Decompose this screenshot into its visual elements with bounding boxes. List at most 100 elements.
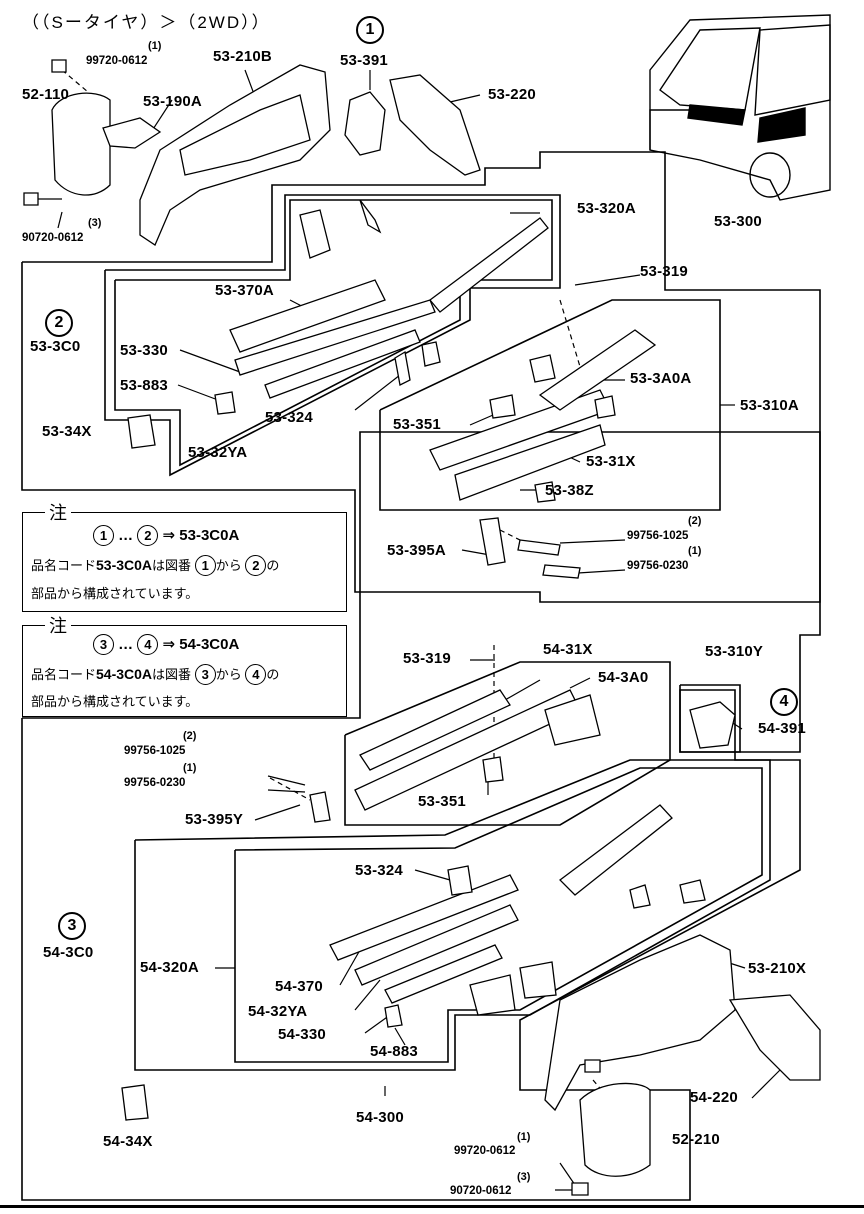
- note-callout: 3: [93, 634, 114, 655]
- part-label: 99756-0230: [627, 560, 689, 572]
- part-label: 53-330: [120, 342, 168, 359]
- note-arrow: ⇒: [162, 636, 176, 653]
- note-ellipsis: …: [118, 636, 134, 653]
- vehicle-icon: [649, 14, 831, 201]
- callout-1: 1: [356, 16, 384, 44]
- note-callout: 1: [93, 525, 114, 546]
- part-label: 53-210B: [213, 48, 272, 65]
- note-arrow: ⇒: [162, 527, 176, 544]
- quantity-label: (1): [183, 762, 197, 774]
- quantity-label: (1): [148, 40, 162, 52]
- part-label: 53-320A: [577, 200, 636, 217]
- quantity-label: (1): [517, 1131, 531, 1143]
- part-label: 53-351: [393, 416, 441, 433]
- part-label: 99756-1025: [627, 530, 689, 542]
- part-label: 53-391: [340, 52, 388, 69]
- part-label: 54-330: [278, 1026, 326, 1043]
- diagram-title: （（Sータイヤ）＞（2WD））: [22, 13, 271, 32]
- quantity-label: (1): [688, 545, 702, 557]
- part-label: 52-210: [672, 1131, 720, 1148]
- part-label: 54-370: [275, 978, 323, 995]
- part-label: 99720-0612: [86, 55, 148, 67]
- part-label: 53-210X: [748, 960, 807, 977]
- part-label: 53-34X: [42, 423, 92, 440]
- note-text: から: [215, 558, 242, 573]
- note-text: は図番: [152, 558, 192, 573]
- note-text: は図番: [152, 667, 192, 682]
- note-heading: 注: [45, 499, 71, 525]
- part-label: 54-883: [370, 1043, 418, 1060]
- note-result: 53-3C0A: [179, 527, 240, 544]
- note-callout: 4: [137, 634, 159, 655]
- part-label: 53-220: [488, 86, 536, 103]
- part-label: 99756-0230: [124, 777, 186, 789]
- note-code: 54-3C0A: [96, 666, 153, 682]
- part-label: 54-32YA: [248, 1003, 308, 1020]
- part-label: 90720-0612: [22, 232, 84, 244]
- quantity-label: (3): [88, 217, 102, 229]
- part-label: 53-32YA: [188, 444, 248, 461]
- part-label: 53-883: [120, 377, 168, 394]
- part-label: 54-34X: [103, 1133, 153, 1150]
- part-label: 53-351: [418, 793, 466, 810]
- part-label: 53-3C0: [30, 338, 81, 355]
- note-ellipsis: …: [118, 527, 134, 544]
- note-code: 53-3C0A: [96, 557, 153, 573]
- note-text: 品名コード: [31, 667, 97, 682]
- callout-3: 3: [58, 912, 86, 940]
- part-label: 54-3C0: [43, 944, 94, 961]
- callout-2: 2: [45, 309, 73, 337]
- group-53-310A-boundary: [379, 299, 721, 511]
- note-callout: 3: [194, 664, 216, 685]
- part-label: 54-391: [758, 720, 806, 737]
- part-label: 53-370A: [215, 282, 274, 299]
- part-label: 53-190A: [143, 93, 202, 110]
- note-callout: 1: [194, 555, 216, 576]
- note-callout: 4: [245, 664, 267, 685]
- part-label: 53-31X: [586, 453, 636, 470]
- part-label: 53-3A0A: [630, 370, 692, 387]
- note-heading: 注: [45, 612, 71, 638]
- note-text: 部品から構成されています。: [31, 586, 199, 601]
- group-54-320A-boundary: [134, 759, 771, 1071]
- part-label: 53-38Z: [545, 482, 594, 499]
- part-label: 99720-0612: [454, 1145, 516, 1157]
- part-label: 53-319: [640, 263, 688, 280]
- note-text: 部品から構成されています。: [31, 694, 199, 709]
- bottom-rule: [0, 1205, 864, 1208]
- part-label: 53-310Y: [705, 643, 764, 660]
- part-label: 54-3A0: [598, 669, 649, 686]
- note-text: から: [215, 667, 242, 682]
- part-label: 54-320A: [140, 959, 199, 976]
- note-text: の: [266, 667, 280, 682]
- part-label: 54-31X: [543, 641, 593, 658]
- part-label: 53-310A: [740, 397, 799, 414]
- group-54-300-boundary: [21, 431, 821, 1201]
- quantity-label: (2): [183, 730, 197, 742]
- note-text: の: [266, 558, 280, 573]
- part-label: 53-324: [355, 862, 403, 879]
- part-label: 53-300: [714, 213, 762, 230]
- part-label: 99756-1025: [124, 745, 186, 757]
- part-label: 53-395A: [387, 542, 446, 559]
- note-text: 品名コード: [31, 558, 97, 573]
- part-label: 90720-0612: [450, 1185, 512, 1197]
- group-53-300-boundary: [21, 151, 821, 603]
- callout-4: 4: [770, 688, 798, 716]
- group-54-320A-inner: [234, 767, 763, 1063]
- quantity-label: (2): [688, 515, 702, 527]
- note-callout: 2: [245, 555, 267, 576]
- part-label: 53-324: [265, 409, 313, 426]
- part-label: 53-319: [403, 650, 451, 667]
- part-label: 54-220: [690, 1089, 738, 1106]
- part-label: 53-395Y: [185, 811, 244, 828]
- quantity-label: (3): [517, 1171, 531, 1183]
- note-result: 54-3C0A: [179, 636, 240, 653]
- note-callout: 2: [137, 525, 159, 546]
- group-54-391-boundary: [679, 684, 741, 753]
- part-label: 52-110: [22, 86, 70, 103]
